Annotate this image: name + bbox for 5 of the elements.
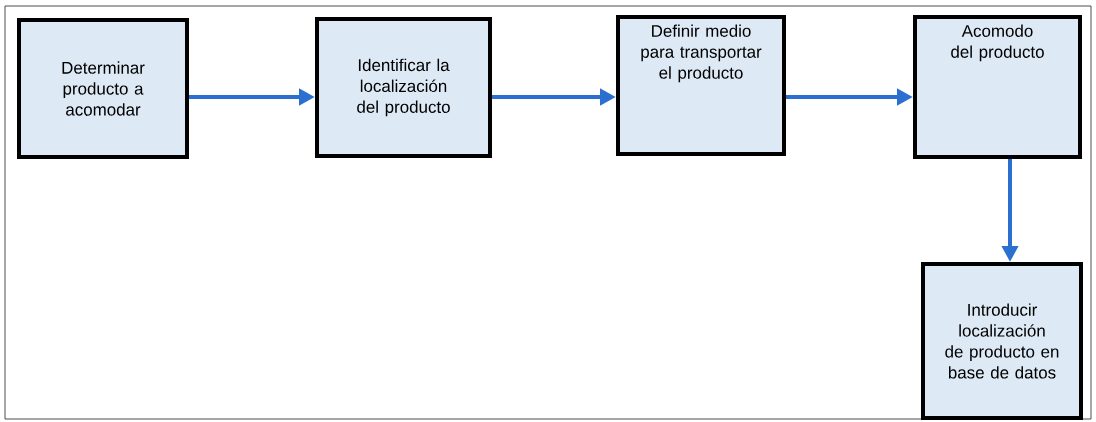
process-box: Introducir localización de producto en base de datos [921,262,1083,420]
process-box: Definir medio para transportar el producto [616,15,786,156]
process-box: Determinar producto a acomodar [17,18,189,159]
process-box: Acomodo del producto [913,15,1082,159]
process-box: Identificar la localización del producto [315,17,492,158]
